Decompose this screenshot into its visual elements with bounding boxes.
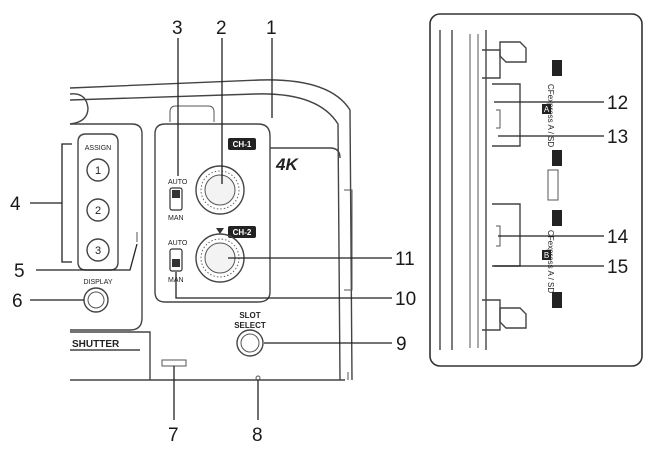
callout-3: 3 bbox=[172, 18, 183, 39]
audio-controls: CH-1 AUTO MAN CH-2 AUTO MAN bbox=[168, 138, 256, 284]
slot-a-badge: A bbox=[542, 104, 551, 114]
ch2-badge: CH-2 bbox=[228, 226, 256, 238]
callout-13: 13 bbox=[607, 127, 628, 148]
shutter-label: SHUTTER bbox=[72, 339, 120, 350]
slot-b-label: CFexpress A / SD bbox=[546, 230, 555, 293]
svg-text:B: B bbox=[544, 251, 549, 260]
display-button[interactable]: DISPLAY bbox=[83, 279, 113, 313]
display-label: DISPLAY bbox=[83, 279, 112, 286]
callout-4: 4 bbox=[10, 194, 21, 215]
callout-9: 9 bbox=[396, 334, 407, 355]
callout-7: 7 bbox=[168, 425, 179, 446]
slot-b-badge: B bbox=[542, 250, 551, 260]
slot-select-label-1: SLOT bbox=[239, 311, 260, 320]
auto-label-1: AUTO bbox=[168, 179, 188, 186]
svg-text:CH-1: CH-1 bbox=[233, 140, 252, 149]
callout-15: 15 bbox=[607, 257, 628, 278]
ch1-auto-man-switch[interactable] bbox=[169, 187, 183, 211]
ch2-level-dial[interactable] bbox=[195, 233, 245, 283]
slot-b[interactable] bbox=[492, 203, 521, 267]
callout-11: 11 bbox=[395, 249, 415, 270]
auto-label-2: AUTO bbox=[168, 240, 188, 247]
svg-text:A: A bbox=[544, 105, 550, 114]
svg-text:1: 1 bbox=[95, 165, 101, 177]
slot-select-label-2: SELECT bbox=[234, 321, 266, 330]
callout-14: 14 bbox=[607, 227, 629, 248]
slot-a-label: CFexpress A / SD bbox=[546, 84, 555, 147]
svg-text:3: 3 bbox=[95, 245, 101, 257]
callout-12: 12 bbox=[607, 93, 628, 114]
assign-label: ASSIGN bbox=[85, 145, 111, 152]
ch1-badge: CH-1 bbox=[228, 138, 256, 150]
assign-buttons: ASSIGN 1 2 3 bbox=[77, 133, 119, 271]
ch2-marker-icon bbox=[216, 228, 224, 234]
callout-6: 6 bbox=[12, 291, 23, 312]
assign-button-3[interactable]: 3 bbox=[86, 238, 110, 262]
man-label-1: MAN bbox=[168, 215, 184, 222]
card-slot-panel: CFexpress A / SD CFexpress A / SD A B bbox=[429, 13, 643, 367]
assign-button-1[interactable]: 1 bbox=[86, 158, 110, 182]
callout-10: 10 bbox=[395, 289, 416, 310]
callout-5: 5 bbox=[14, 261, 25, 282]
slot-select-button[interactable] bbox=[236, 329, 264, 357]
ch1-level-dial[interactable] bbox=[195, 165, 245, 215]
svg-text:2: 2 bbox=[95, 205, 101, 217]
leader-lines bbox=[30, 38, 604, 420]
ch2-auto-man-switch[interactable] bbox=[169, 248, 183, 272]
callout-1: 1 bbox=[266, 18, 277, 39]
camera-body bbox=[69, 79, 353, 381]
slot-a[interactable] bbox=[492, 83, 521, 147]
svg-text:CH-2: CH-2 bbox=[233, 228, 252, 237]
callout-2: 2 bbox=[216, 18, 227, 39]
callout-8: 8 bbox=[252, 425, 263, 446]
4k-badge: 4K bbox=[275, 155, 299, 174]
assign-button-2[interactable]: 2 bbox=[86, 198, 110, 222]
callout-numbers: 1 2 3 4 5 6 7 8 9 10 11 12 13 14 15 bbox=[10, 18, 629, 446]
